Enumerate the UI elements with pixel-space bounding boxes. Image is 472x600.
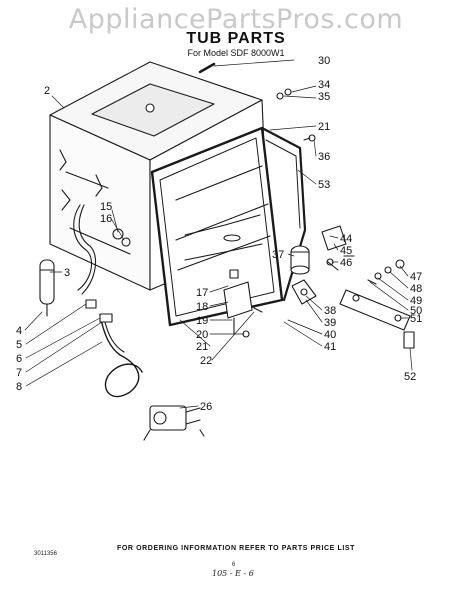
callout-4: 4 xyxy=(16,325,22,337)
callout-8: 8 xyxy=(16,381,22,393)
callout-36: 36 xyxy=(318,151,330,163)
door-frame-gasket xyxy=(150,126,284,327)
diagram-title: TUB PARTS xyxy=(186,30,286,47)
watermark: AppliancePartsPros.com xyxy=(68,4,404,35)
diagram-subtitle: For Model SDF 8000W1 xyxy=(187,48,285,58)
callout-47: 47 xyxy=(410,271,422,283)
callout-44: 44 xyxy=(340,233,352,245)
callout-38: 38 xyxy=(324,305,336,317)
callout-19: 19 xyxy=(196,315,208,327)
callout-6: 6 xyxy=(16,353,22,365)
hinge-assembly xyxy=(290,225,415,349)
callout-labels: 2 3 4 5 6 7 8 15 16 17 18 19 20 21 22 26… xyxy=(16,55,422,413)
callout-21: 21 xyxy=(196,341,208,353)
callout-20: 20 xyxy=(196,329,208,341)
callout-22: 22 xyxy=(200,355,212,367)
document-code: 3011356 xyxy=(34,551,57,557)
callout-39: 39 xyxy=(324,317,336,329)
water-valve xyxy=(143,405,205,441)
callout-15: 15 xyxy=(100,201,112,213)
fill-funnel xyxy=(39,259,55,317)
callout-37: 37 xyxy=(272,249,284,261)
leader-lines xyxy=(24,59,413,409)
callout-53: 53 xyxy=(318,179,330,191)
callout-40: 40 xyxy=(324,329,336,341)
callout-34: 34 xyxy=(318,79,330,91)
callout-48: 48 xyxy=(410,283,422,295)
top-fasteners xyxy=(198,62,316,142)
callout-51: 51 xyxy=(410,313,422,325)
callout-45: 45 xyxy=(340,245,352,257)
callout-30: 30 xyxy=(318,55,330,67)
callout-2: 2 xyxy=(44,85,50,97)
callout-49: 49 xyxy=(410,295,422,307)
callout-52: 52 xyxy=(404,371,416,383)
handwritten-note: 105 - E - 6 xyxy=(212,569,254,578)
callout-50: 50 xyxy=(410,305,422,317)
callout-41: 41 xyxy=(324,341,336,353)
callout-35: 35 xyxy=(318,91,330,103)
callout-16: 16 xyxy=(100,213,112,225)
callout-17: 17 xyxy=(196,287,208,299)
callout-21-top: 21 xyxy=(318,121,330,133)
callout-26: 26 xyxy=(200,401,212,413)
center-bracket xyxy=(223,269,263,338)
callout-18: 18 xyxy=(196,301,208,313)
callout-5: 5 xyxy=(16,339,22,351)
ordering-note: FOR ORDERING INFORMATION REFER TO PARTS … xyxy=(116,545,356,552)
callout-46: 46 xyxy=(340,257,352,269)
page-number: 6 xyxy=(232,562,236,568)
callout-7: 7 xyxy=(16,367,22,379)
callout-3: 3 xyxy=(64,267,70,279)
